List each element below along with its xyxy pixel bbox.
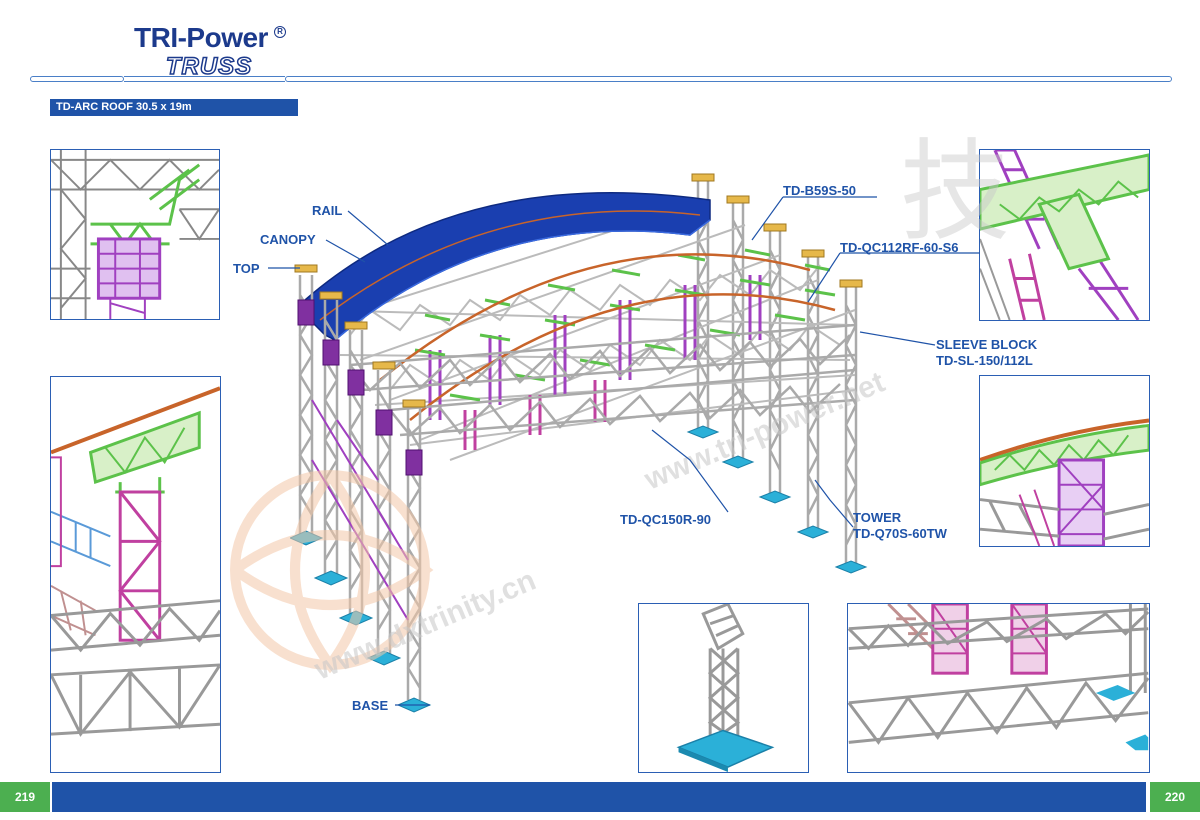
detail-sleeve-block-drawing — [51, 150, 219, 319]
callout-tower-code: TD-Q70S-60TW — [853, 526, 947, 541]
callout-rail: RAIL — [312, 203, 343, 218]
callout-canopy: CANOPY — [260, 232, 316, 247]
detail-sleeve-block-image — [50, 149, 220, 320]
detail-arc-sleeve-image — [979, 375, 1150, 547]
callout-base: BASE — [352, 698, 389, 713]
callout-sleeve-title: SLEEVE BLOCK — [936, 337, 1038, 352]
detail-arc-sleeve-drawing — [980, 418, 1149, 546]
detail-grid-joint-image — [847, 603, 1150, 773]
page-number-right: 220 — [1150, 782, 1200, 812]
callout-sleeve-code: TD-SL-150/112L — [936, 353, 1033, 368]
page-number-left: 219 — [0, 782, 50, 812]
arc-roof-structure-drawing — [288, 173, 868, 713]
header-rule-right — [285, 76, 1172, 82]
header-rule-left — [30, 76, 124, 82]
detail-cross-joint-drawing — [980, 150, 1149, 320]
detail-base-tower-image — [638, 603, 809, 773]
header-rule-center — [124, 76, 285, 82]
callout-qc150: TD-QC150R-90 — [620, 512, 712, 527]
callout-top: TOP — [233, 261, 260, 276]
footer-bar — [52, 782, 1146, 812]
brand-logo: TRI-Power R TRUSS — [134, 22, 294, 86]
callout-qc112: TD-QC112RF-60-S6 — [840, 240, 959, 255]
page-title: TD-ARC ROOF 30.5 x 19m — [50, 99, 298, 116]
callout-b59s: TD-B59S-50 — [783, 183, 856, 198]
brand-sub: TRUSS — [165, 53, 253, 81]
detail-base-tower-drawing — [676, 604, 775, 772]
registered-mark: R — [274, 26, 286, 38]
detail-tower-head-drawing — [51, 386, 220, 737]
detail-grid-joint-drawing — [848, 604, 1149, 751]
arc-roof-structure-illustration — [288, 160, 890, 725]
callout-tower-title: TOWER — [853, 510, 902, 525]
brand-name: TRI-Power — [134, 22, 268, 53]
detail-tower-head-image — [50, 376, 221, 773]
detail-cross-joint-image — [979, 149, 1150, 321]
